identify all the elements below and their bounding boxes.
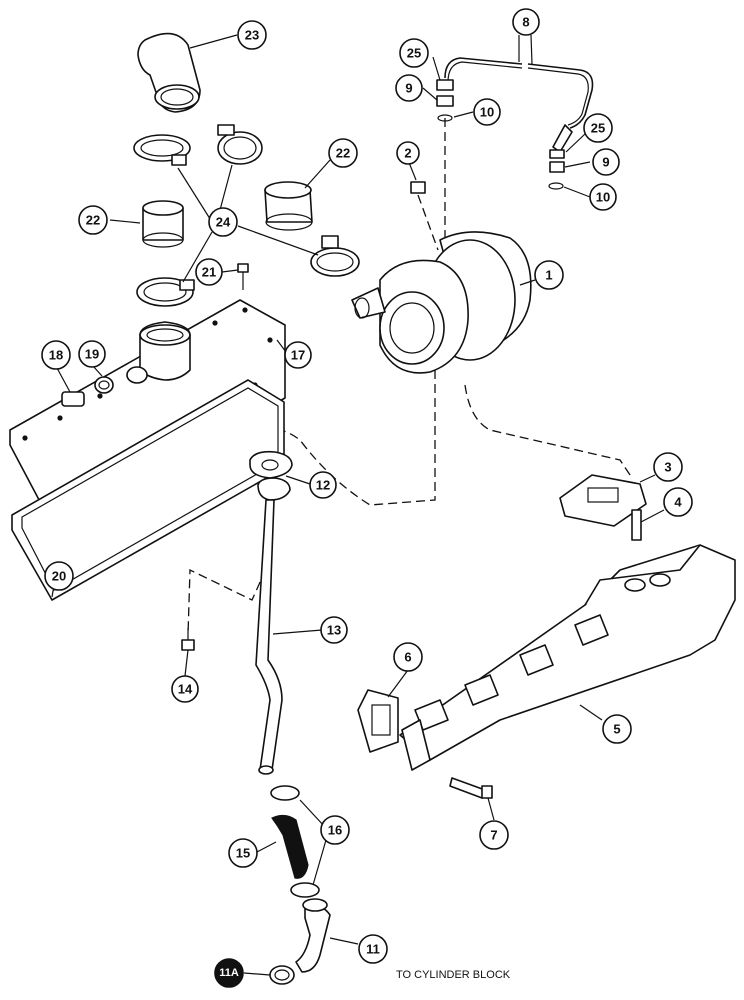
callout-18: 18 <box>41 340 71 370</box>
adapter-nut-part <box>410 181 426 194</box>
svg-text:5: 5 <box>613 722 620 737</box>
callout-24: 24 <box>208 207 238 237</box>
plug-part <box>61 376 114 407</box>
callout-10-upper: 10 <box>473 98 501 126</box>
callout-4: 4 <box>663 487 693 517</box>
svg-text:11: 11 <box>366 942 380 957</box>
callout-20: 20 <box>44 561 74 591</box>
callout-11: 11 <box>358 934 388 964</box>
callout-11a: 11A <box>214 958 244 988</box>
callout-22-left: 22 <box>78 205 108 235</box>
svg-text:6: 6 <box>404 650 411 665</box>
svg-text:11A: 11A <box>219 967 239 979</box>
callout-23: 23 <box>237 20 267 50</box>
callout-10-lower: 10 <box>589 183 617 211</box>
oil-supply-line-part <box>436 57 594 190</box>
svg-text:16: 16 <box>328 823 342 838</box>
svg-text:9: 9 <box>405 81 412 96</box>
svg-text:10: 10 <box>480 105 494 120</box>
svg-text:21: 21 <box>202 265 216 280</box>
turbocharger-part <box>351 231 532 374</box>
callout-9-lower: 9 <box>592 148 620 176</box>
svg-text:3: 3 <box>664 460 671 475</box>
hose-clamps-part <box>133 124 360 307</box>
svg-text:13: 13 <box>327 623 341 638</box>
callout-3: 3 <box>653 452 683 482</box>
callout-22-right: 22 <box>328 138 358 168</box>
callout-9-upper: 9 <box>395 74 423 102</box>
svg-text:8: 8 <box>522 15 529 30</box>
exhaust-gasket-part <box>357 689 399 753</box>
elbow-hose-part <box>137 32 201 113</box>
oil-return-gasket-part <box>249 450 293 479</box>
bolt-14-part <box>181 628 195 651</box>
intake-manifold-cover-part <box>9 299 286 531</box>
svg-text:9: 9 <box>602 155 609 170</box>
callout-16: 16 <box>320 815 350 845</box>
callout-12: 12 <box>309 471 337 499</box>
callout-25-upper: 25 <box>399 38 429 68</box>
stud-part <box>631 509 642 541</box>
assembly-dashed-lines <box>187 118 633 636</box>
svg-text:7: 7 <box>490 828 497 843</box>
oil-return-tube-part <box>255 477 291 775</box>
svg-text:22: 22 <box>336 146 350 161</box>
callout-1: 1 <box>534 260 564 290</box>
svg-text:22: 22 <box>86 213 100 228</box>
callouts: 1 2 3 4 5 6 7 8 9 9 10 10 11 11A 12 13 1… <box>41 8 693 988</box>
callout-15: 15 <box>228 838 258 868</box>
svg-text:20: 20 <box>52 569 66 584</box>
svg-text:12: 12 <box>316 478 330 493</box>
svg-text:4: 4 <box>674 495 682 510</box>
callout-13: 13 <box>320 616 348 644</box>
svg-text:19: 19 <box>85 347 99 362</box>
callout-6: 6 <box>393 642 423 672</box>
callout-17: 17 <box>284 341 312 369</box>
bolt-part <box>237 263 249 290</box>
callout-5: 5 <box>602 714 632 744</box>
callout-8: 8 <box>512 8 540 36</box>
callout-14: 14 <box>171 675 199 703</box>
svg-text:15: 15 <box>236 846 250 861</box>
callout-2: 2 <box>396 141 420 165</box>
svg-text:10: 10 <box>596 190 610 205</box>
lower-hose-assembly-part <box>269 785 331 985</box>
exhaust-manifold-part <box>399 544 736 771</box>
svg-text:17: 17 <box>291 348 305 363</box>
hose-sleeves-part <box>142 181 313 248</box>
manifold-bolt-part <box>449 777 493 799</box>
leader-lines <box>51 34 665 976</box>
svg-text:2: 2 <box>404 146 411 161</box>
svg-text:24: 24 <box>216 215 231 230</box>
svg-text:1: 1 <box>545 268 552 283</box>
svg-text:25: 25 <box>591 121 605 136</box>
svg-text:23: 23 <box>245 28 259 43</box>
callout-7: 7 <box>479 820 509 850</box>
callout-21: 21 <box>195 258 223 286</box>
svg-text:25: 25 <box>407 46 421 61</box>
callout-19: 19 <box>78 340 106 368</box>
callout-25-lower: 25 <box>583 113 613 143</box>
svg-text:14: 14 <box>178 682 193 697</box>
svg-text:18: 18 <box>49 348 63 363</box>
turbo-mount-gasket-part <box>559 474 647 527</box>
cylinder-block-note: TO CYLINDER BLOCK <box>396 969 511 981</box>
